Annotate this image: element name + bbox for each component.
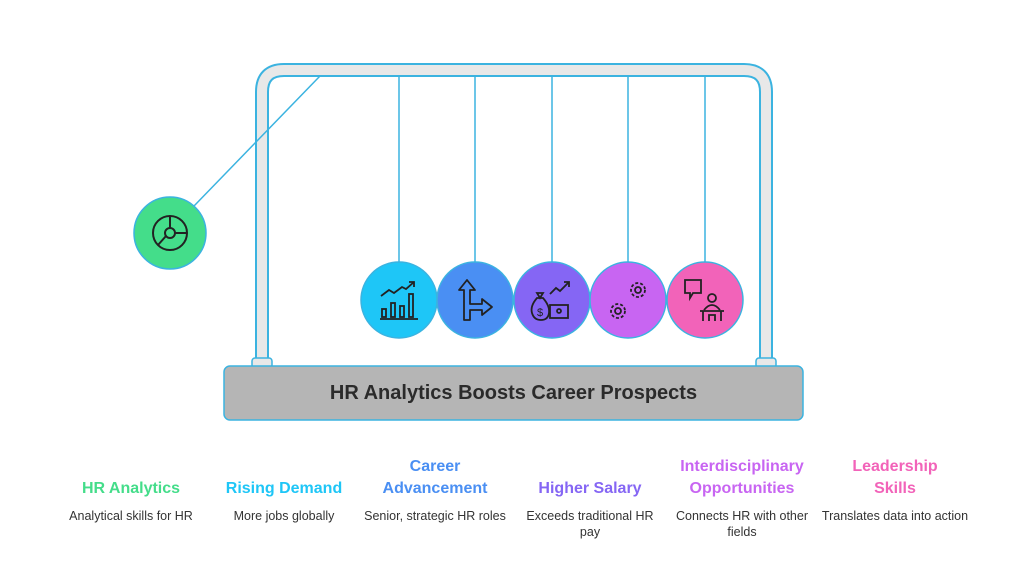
ball-hr-analytics <box>133 196 207 270</box>
money-growth-icon: $ <box>530 281 570 321</box>
item-interdisciplinary: Interdisciplinary Opportunities Connects… <box>667 452 817 540</box>
svg-text:$: $ <box>537 307 543 319</box>
ball-rising-demand <box>360 261 438 339</box>
item-title: Career Advancement <box>382 458 488 497</box>
item-title: Rising Demand <box>225 480 343 497</box>
item-hr-analytics: HR Analytics Analytical skills for HR <box>56 452 206 524</box>
diagram-title: HR Analytics Boosts Career Prospects <box>329 381 698 404</box>
item-desc: Senior, strategic HR roles <box>364 509 506 523</box>
item-title: HR Analytics <box>81 480 181 497</box>
gears-icon <box>610 282 646 319</box>
bar-chart-trend-icon <box>380 281 418 320</box>
item-higher-salary: Higher Salary Exceeds traditional HR pay <box>515 452 665 540</box>
cradle-base <box>223 365 804 421</box>
item-title: Leadership Skills <box>852 458 938 497</box>
item-career-advancement: Career Advancement Senior, strategic HR … <box>360 452 510 524</box>
ball-leadership <box>666 261 744 339</box>
item-desc: More jobs globally <box>233 509 335 523</box>
item-title: Interdisciplinary Opportunities <box>680 458 804 497</box>
item-desc: Analytical skills for HR <box>69 509 193 523</box>
item-desc: Exceeds traditional HR pay <box>526 509 654 539</box>
item-title: Higher Salary <box>538 480 642 497</box>
item-desc: Translates data into action <box>821 509 969 523</box>
strings <box>193 75 706 262</box>
presenter-icon <box>684 279 724 321</box>
ball-higher-salary: $ <box>513 261 591 339</box>
ball-career-advancement <box>436 261 514 339</box>
ball-interdisciplinary <box>589 261 667 339</box>
item-desc: Connects HR with other fields <box>675 509 808 539</box>
item-leadership: Leadership Skills Translates data into a… <box>820 452 970 524</box>
split-arrow-icon <box>458 279 493 321</box>
pie-chart-icon <box>152 215 188 251</box>
item-rising-demand: Rising Demand More jobs globally <box>209 452 359 524</box>
